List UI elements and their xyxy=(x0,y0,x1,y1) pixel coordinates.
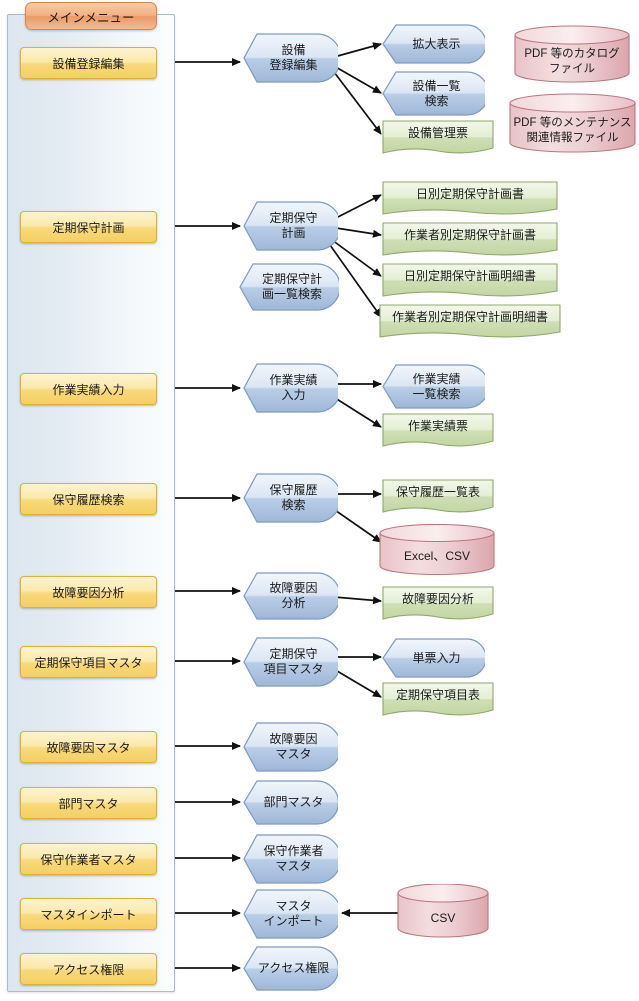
process-label: 作業実績 入力 xyxy=(269,373,318,402)
process-label: 設備 登録編集 xyxy=(269,43,318,72)
datastore-label: PDF 等のカタログ ファイル xyxy=(524,48,620,75)
menu-button-label: アクセス権限 xyxy=(52,962,125,977)
document-periodic-item-list: 定期保守項目表 xyxy=(382,682,494,719)
process-worker-master[interactable]: 保守作業者 マスタ xyxy=(243,834,338,884)
subprocess-label: 単票入力 xyxy=(412,650,461,665)
menu-button-label: 部門マスタ xyxy=(58,796,119,811)
datastore-csv: CSV xyxy=(397,884,489,938)
menu-button-label: 故障要因分析 xyxy=(52,585,125,600)
document-label: 作業者別定期保守計画書 xyxy=(403,228,536,242)
process-failure-factor-master[interactable]: 故障要因 マスタ xyxy=(243,722,338,772)
process-department-master[interactable]: 部門マスタ xyxy=(243,780,338,825)
menu-button-worker-master[interactable]: 保守作業者マスタ xyxy=(20,843,157,875)
document-work-result-sheet: 作業実績票 xyxy=(382,413,494,450)
datastore-label: CSV xyxy=(430,911,456,926)
document-worker-periodic-plan: 作業者別定期保守計画書 xyxy=(382,222,558,259)
process-label: 故障要因 分析 xyxy=(269,581,318,610)
subprocess-work-result-list-search[interactable]: 作業実績 一覧検索 xyxy=(382,364,485,409)
process-maintenance-history-search[interactable]: 保守履歴 検索 xyxy=(243,473,338,523)
datastore-pdf-catalog-file: PDF 等のカタログ ファイル xyxy=(514,25,630,83)
menu-button-maintenance-history-search[interactable]: 保守履歴検索 xyxy=(20,483,157,515)
document-label: 作業実績票 xyxy=(407,419,468,433)
process-label: 保守作業者 マスタ xyxy=(263,844,324,873)
menu-button-periodic-item-master[interactable]: 定期保守項目マスタ xyxy=(20,646,157,678)
datastore-label: PDF 等のメンテナンス 関連情報ファイル xyxy=(513,117,632,144)
menu-button-label: 保守履歴検索 xyxy=(52,492,125,507)
subprocess-enlarge-display[interactable]: 拡大表示 xyxy=(382,24,485,64)
document-label: 設備管理票 xyxy=(407,126,468,140)
menu-button-failure-factor-analysis[interactable]: 故障要因分析 xyxy=(20,576,157,608)
document-worker-periodic-plan-detail: 作業者別定期保守計画明細書 xyxy=(379,304,561,341)
subprocess-label: 拡大表示 xyxy=(412,36,461,51)
menu-button-equipment-register[interactable]: 設備登録編集 xyxy=(20,47,157,79)
process-equipment-register[interactable]: 設備 登録編集 xyxy=(243,33,338,83)
process-failure-factor-analysis[interactable]: 故障要因 分析 xyxy=(243,572,338,620)
menu-button-label: 定期保守項目マスタ xyxy=(34,655,143,670)
main-menu-header-label: メインメニュー xyxy=(47,10,135,25)
document-daily-periodic-plan: 日別定期保守計画書 xyxy=(382,181,558,218)
document-label: 定期保守項目表 xyxy=(395,688,480,702)
menu-button-label: 故障要因マスタ xyxy=(46,740,131,755)
subprocess-single-slip-input[interactable]: 単票入力 xyxy=(382,638,485,678)
document-daily-periodic-plan-detail: 日別定期保守計画明細書 xyxy=(382,263,558,300)
menu-button-label: マスタインポート xyxy=(40,907,137,922)
document-label: 日別定期保守計画明細書 xyxy=(403,269,536,283)
menu-button-department-master[interactable]: 部門マスタ xyxy=(20,787,157,819)
process-master-import[interactable]: マスタ インポート xyxy=(243,889,338,939)
process-label: 定期保守計 画一覧検索 xyxy=(261,272,322,301)
document-label: 保守履歴一覧表 xyxy=(395,485,480,499)
process-periodic-plan-list-search[interactable]: 定期保守計 画一覧検索 xyxy=(239,263,339,311)
document-equipment-management-sheet: 設備管理票 xyxy=(382,120,494,157)
menu-button-access-rights[interactable]: アクセス権限 xyxy=(20,953,157,985)
document-label: 故障要因分析 xyxy=(401,592,474,606)
process-work-result-input[interactable]: 作業実績 入力 xyxy=(243,363,338,413)
process-label: 故障要因 マスタ xyxy=(269,732,318,761)
subprocess-label: 作業実績 一覧検索 xyxy=(412,371,461,401)
menu-button-label: 作業実績入力 xyxy=(52,382,125,397)
process-label: マスタ インポート xyxy=(263,899,324,928)
process-label: 定期保守 項目マスタ xyxy=(263,647,324,676)
process-access-rights[interactable]: アクセス権限 xyxy=(243,946,338,991)
menu-button-failure-factor-master[interactable]: 故障要因マスタ xyxy=(20,731,157,763)
document-failure-factor-analysis: 故障要因分析 xyxy=(382,586,494,623)
menu-button-label: 保守作業者マスタ xyxy=(40,852,137,867)
document-maintenance-history-list: 保守履歴一覧表 xyxy=(382,479,494,516)
subprocess-label: 設備一覧 検索 xyxy=(412,78,461,108)
subprocess-equipment-list-search[interactable]: 設備一覧 検索 xyxy=(382,71,485,116)
datastore-excel-csv: Excel、CSV xyxy=(379,524,495,576)
main-menu-header: メインメニュー xyxy=(25,2,157,30)
menu-button-label: 設備登録編集 xyxy=(52,56,125,71)
document-label: 日別定期保守計画書 xyxy=(415,187,524,201)
menu-button-work-result-input[interactable]: 作業実績入力 xyxy=(20,373,157,405)
process-label: アクセス権限 xyxy=(257,961,330,975)
menu-button-label: 定期保守計画 xyxy=(52,220,125,235)
menu-button-periodic-plan[interactable]: 定期保守計画 xyxy=(20,211,157,243)
process-label: 保守履歴 検索 xyxy=(269,483,318,512)
process-periodic-plan[interactable]: 定期保守 計画 xyxy=(243,201,338,251)
process-label: 部門マスタ xyxy=(263,795,324,809)
menu-button-master-import[interactable]: マスタインポート xyxy=(20,898,157,930)
datastore-pdf-maintenance-info-file: PDF 等のメンテナンス 関連情報ファイル xyxy=(509,93,636,153)
process-periodic-item-master[interactable]: 定期保守 項目マスタ xyxy=(243,637,338,687)
document-label: 作業者別定期保守計画明細書 xyxy=(391,310,548,324)
process-label: 定期保守 計画 xyxy=(269,211,318,240)
datastore-label: Excel、CSV xyxy=(403,549,471,564)
